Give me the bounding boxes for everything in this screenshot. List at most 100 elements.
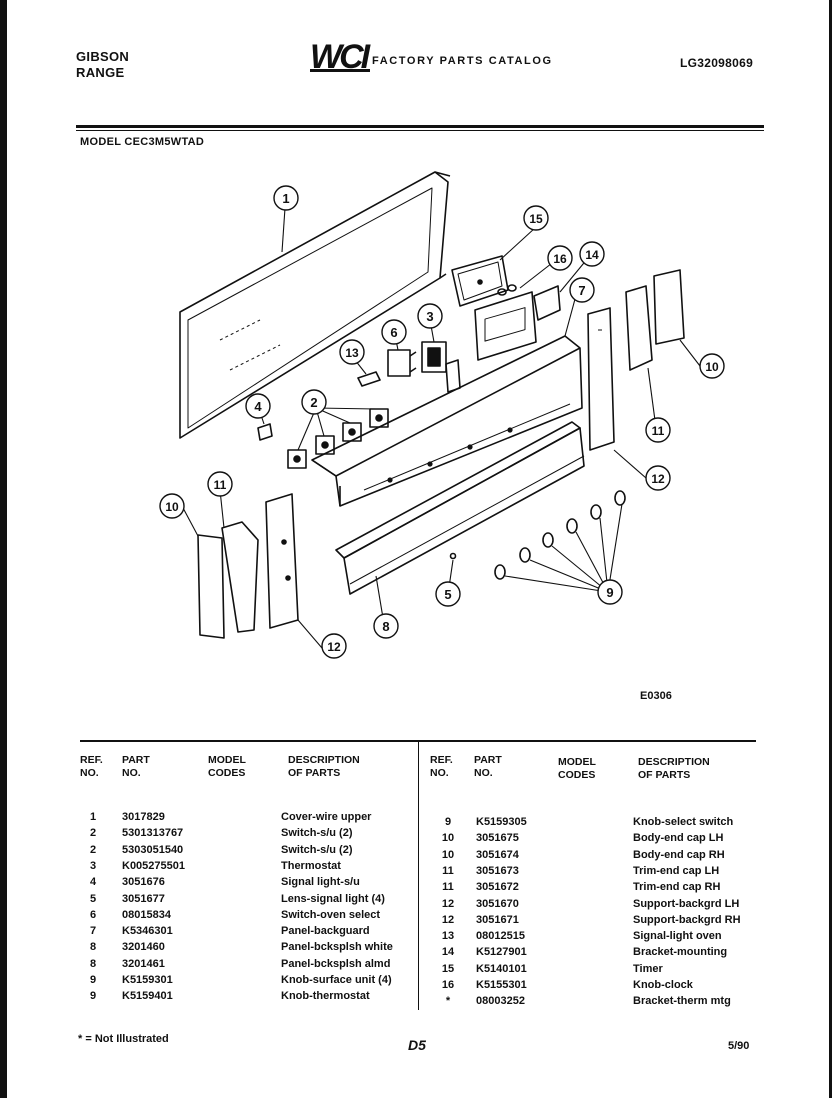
svg-text:13: 13 <box>345 346 359 360</box>
part-no-cell: 5303051540 <box>122 843 184 856</box>
part-knob-clock <box>497 284 517 296</box>
logo-text: WCI <box>310 38 372 74</box>
callout-12-left: 12 <box>321 633 347 659</box>
svg-text:12: 12 <box>327 640 341 654</box>
callout-13: 13 <box>339 339 365 365</box>
header-rule-thin <box>76 130 764 131</box>
callout-2: 2 <box>301 389 327 415</box>
svg-text:11: 11 <box>214 478 227 492</box>
table-row: * 08003252 Bracket-therm mtg <box>0 993 832 1009</box>
ref-no-cell: 4 <box>89 876 97 889</box>
part-support-backgrd-left <box>265 493 299 629</box>
ref-no-cell: 9 <box>89 990 97 1003</box>
description-cell: Knob-thermostat <box>281 990 370 1003</box>
part-end-cap-left <box>197 521 259 639</box>
part-no-cell: 3051677 <box>122 892 165 905</box>
part-no-cell: 08003252 <box>476 995 525 1008</box>
ref-no-cell: * <box>445 995 451 1008</box>
description-cell: Thermostat <box>281 859 341 872</box>
part-signal-light-su <box>257 423 273 441</box>
table-row: 13 08012515 Signal-light oven <box>0 928 832 944</box>
callout-12-right: 12 <box>645 465 671 491</box>
ref-no-cell: 13 <box>441 930 455 943</box>
callouts: 1 15 16 14 7 3 6 13 4 2 10 11 12 11 10 1… <box>159 185 725 659</box>
svg-text:8: 8 <box>382 619 389 634</box>
description-cell: Knob-select switch <box>633 816 734 828</box>
part-no-cell: 3051674 <box>476 848 519 861</box>
callout-7: 7 <box>569 277 595 303</box>
svg-text:16: 16 <box>553 252 567 266</box>
ref-no-cell: 8 <box>89 941 97 954</box>
part-cover-wire-upper <box>179 171 451 439</box>
page-mark: D5 <box>408 1037 426 1053</box>
table-row: 3 K005275501 Thermostat <box>0 858 832 874</box>
description-cell: Support-backgrd LH <box>633 897 740 910</box>
description-cell: Signal light-s/u <box>281 876 360 889</box>
ref-no-cell: 12 <box>441 913 455 926</box>
product-type: RANGE <box>76 65 125 80</box>
part-panel-backsplash <box>335 421 585 595</box>
part-switches-surface-unit <box>287 408 389 469</box>
svg-text:4: 4 <box>254 399 262 414</box>
model-number: MODEL CEC3M5WTAD <box>80 136 205 148</box>
svg-text:7: 7 <box>578 283 585 298</box>
callout-5: 5 <box>435 581 461 607</box>
description-cell: Signal-light oven <box>633 930 722 943</box>
callout-16: 16 <box>547 245 573 271</box>
callout-6: 6 <box>381 319 407 345</box>
description-cell: Body-end cap LH <box>633 832 724 845</box>
svg-text:3: 3 <box>426 309 433 324</box>
part-end-cap-right <box>625 269 685 371</box>
description-cell: Support-backgrd RH <box>633 913 741 926</box>
part-lens-signal-light <box>449 552 457 560</box>
ref-no-cell: 11 <box>442 881 454 894</box>
catalog-title: FACTORY PARTS CATALOG <box>372 55 553 67</box>
svg-text:2: 2 <box>310 395 317 410</box>
svg-text:1: 1 <box>282 191 289 206</box>
description-cell: Bracket-therm mtg <box>633 995 731 1008</box>
scan-border-left <box>0 0 7 1098</box>
table-row: 5 3051677 Lens-signal light (4) <box>0 891 832 907</box>
ref-no-cell: 14 <box>441 946 455 959</box>
part-no-cell: 3201460 <box>122 941 165 954</box>
svg-text:9: 9 <box>606 585 613 600</box>
part-no-cell: K005275501 <box>122 859 186 872</box>
part-no-cell: 3051673 <box>476 864 519 877</box>
svg-text:15: 15 <box>529 212 543 226</box>
callout-1: 1 <box>273 185 299 211</box>
ref-no-cell: 6 <box>89 908 97 921</box>
description-cell: Lens-signal light (4) <box>281 892 385 905</box>
not-illustrated-note: * = Not Illustrated <box>78 1033 169 1045</box>
description-cell: Knob-surface unit (4) <box>281 974 392 986</box>
ref-no-cell: 9 <box>444 816 452 828</box>
part-no-cell: 3051670 <box>476 897 519 910</box>
part-no-cell: 08012515 <box>476 930 525 943</box>
description-cell: Switch-s/u (2) <box>281 843 353 856</box>
ref-no-cell: 5 <box>89 892 97 905</box>
description-cell: Trim-end cap LH <box>633 864 720 877</box>
ref-no-cell: 10 <box>441 832 455 845</box>
ref-no-cell: 3 <box>89 859 97 872</box>
part-no-cell: 3017829 <box>122 811 165 823</box>
svg-text:12: 12 <box>651 472 665 486</box>
svg-text:10: 10 <box>165 500 179 514</box>
description-cell: Panel-bcksplsh white <box>281 941 393 954</box>
part-no-cell: K5159305 <box>476 816 527 828</box>
description-cell: Panel-bcksplsh almd <box>281 957 391 970</box>
callout-9: 9 <box>597 579 623 605</box>
part-thermostat <box>421 341 461 393</box>
callout-4: 4 <box>245 393 271 419</box>
callout-8: 8 <box>373 613 399 639</box>
part-no-cell: 3051671 <box>476 913 519 926</box>
part-knobs <box>494 490 626 580</box>
